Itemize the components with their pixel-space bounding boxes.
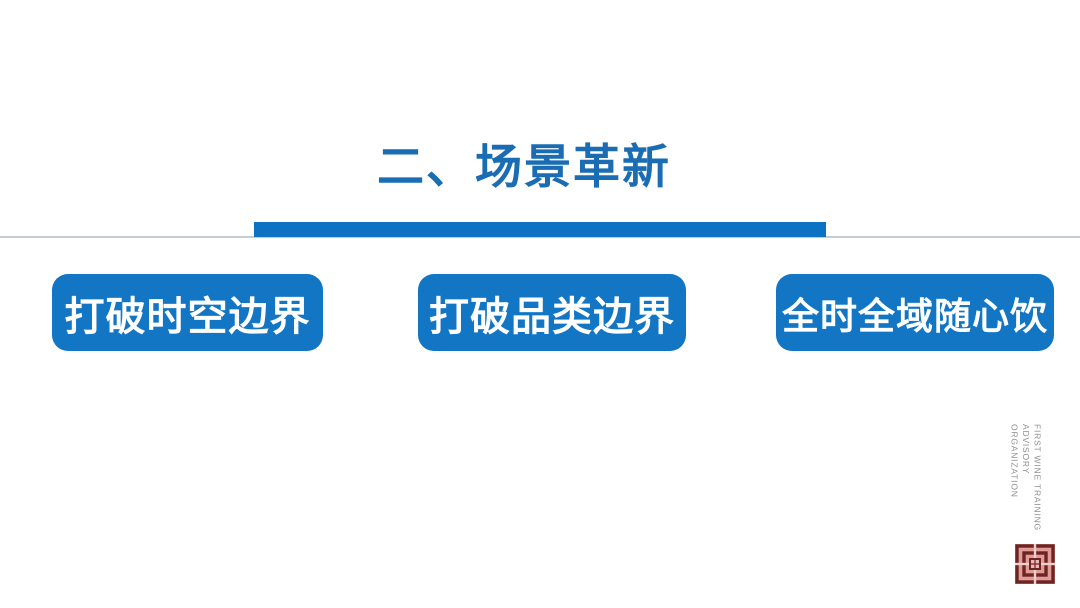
watermark-line-3: ORGANIZATION — [1009, 424, 1020, 498]
pill-break-category: 打破品类边界 — [418, 274, 686, 351]
watermark-line-1: FIRST WINE TRAINING — [1032, 424, 1043, 531]
watermark-line-2: ADVISORY — [1021, 424, 1031, 475]
pill-break-time-space: 打破时空边界 — [52, 274, 323, 351]
pill-anytime-anywhere: 全时全域随心饮 — [776, 274, 1054, 351]
divider-line — [0, 236, 1080, 238]
watermark-vertical-text: FIRST WINE TRAINING ADVISORY ORGANIZATIO… — [1008, 424, 1043, 534]
seal-logo-icon — [1015, 544, 1055, 584]
title-accent-bar — [254, 222, 826, 237]
slide-title: 二、场景革新 — [377, 140, 671, 193]
